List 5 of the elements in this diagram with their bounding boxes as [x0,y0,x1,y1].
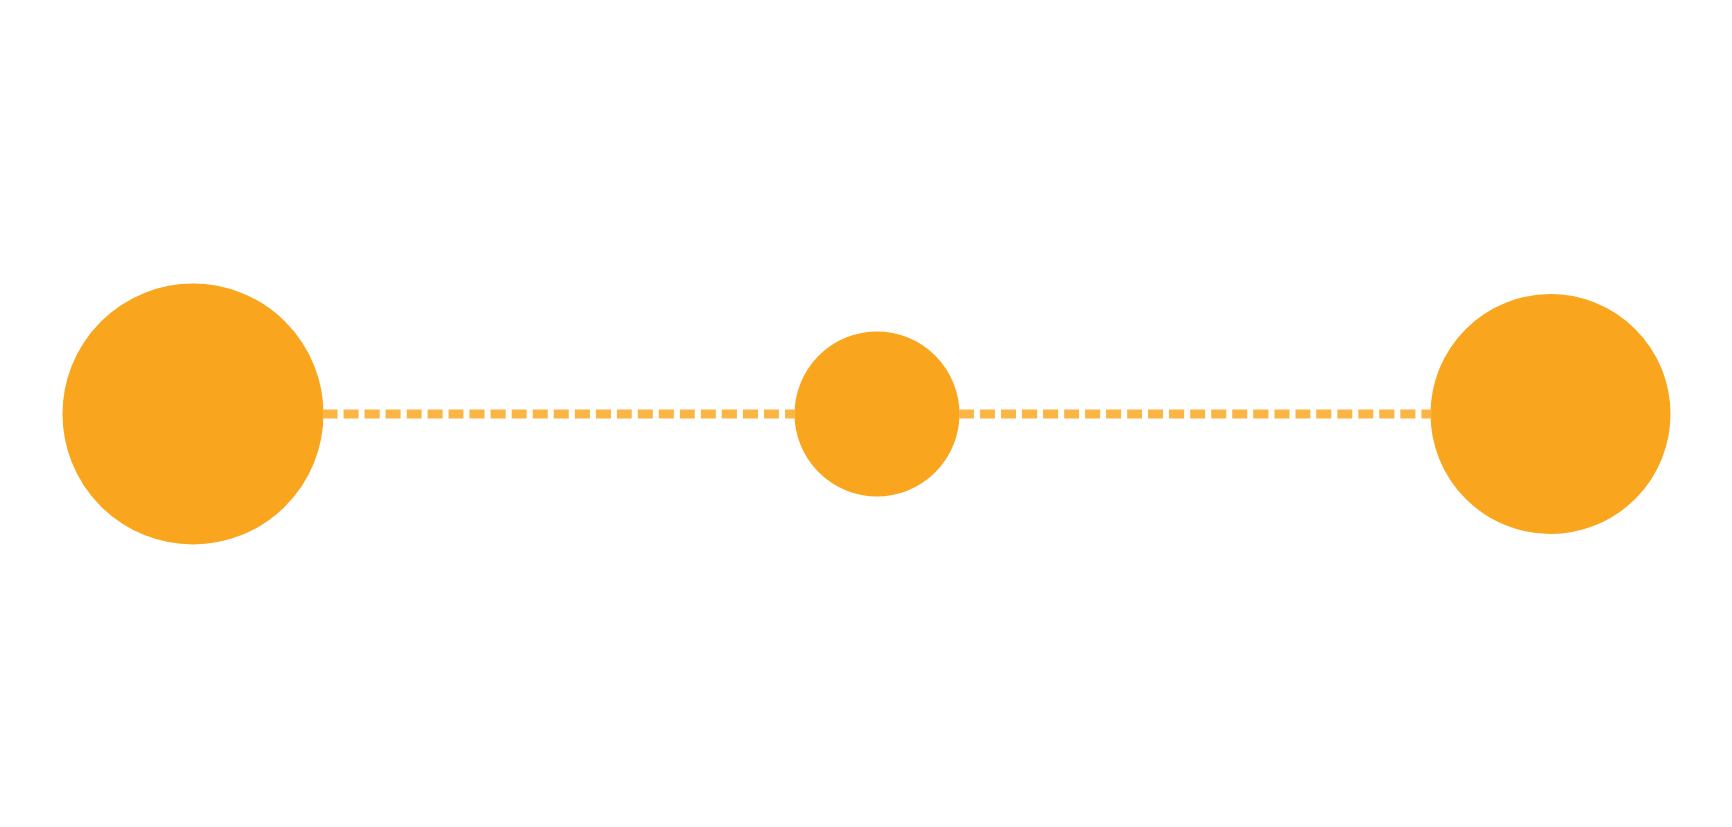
connector [958,409,1431,418]
connector [322,409,795,418]
node-circle [1430,293,1670,534]
node-circle [62,283,323,544]
node-circle [794,331,959,496]
